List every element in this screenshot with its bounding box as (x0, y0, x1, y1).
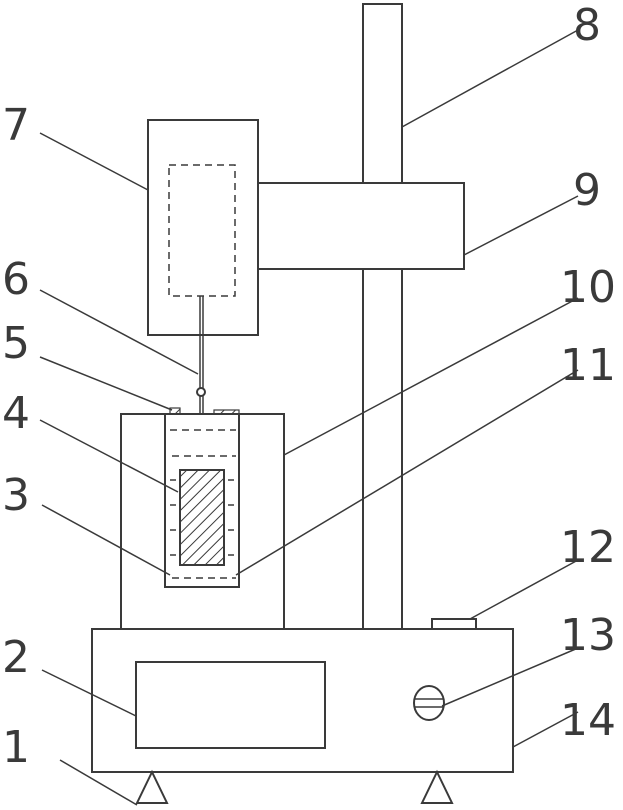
label-8: 8 (573, 0, 601, 51)
cover-left (170, 408, 180, 414)
label-12: 12 (560, 522, 616, 573)
label-3: 3 (2, 470, 30, 521)
label-5: 5 (2, 318, 30, 369)
wire-joint (197, 388, 205, 396)
label-6: 6 (2, 254, 30, 305)
control-knob (414, 686, 444, 720)
horizontal-arm (258, 183, 464, 269)
top-button (432, 619, 476, 629)
label-7: 7 (2, 100, 30, 151)
leader-10 (284, 298, 578, 455)
label-10: 10 (560, 262, 616, 313)
support-column (363, 4, 402, 629)
leader-8 (402, 30, 578, 127)
right-foot (422, 772, 452, 803)
leader-11 (236, 370, 578, 575)
leader-9 (464, 196, 578, 255)
leader-7 (40, 133, 148, 190)
label-13: 13 (560, 610, 616, 661)
display-panel (136, 662, 325, 748)
left-foot (137, 772, 167, 803)
leader-5 (40, 357, 172, 410)
label-1: 1 (2, 722, 30, 773)
label-14: 14 (560, 695, 616, 746)
label-4: 4 (2, 388, 30, 439)
label-2: 2 (2, 632, 30, 683)
cover-right (214, 410, 239, 414)
label-11: 11 (560, 340, 616, 391)
label-9: 9 (573, 165, 601, 216)
test-specimen (180, 470, 224, 565)
